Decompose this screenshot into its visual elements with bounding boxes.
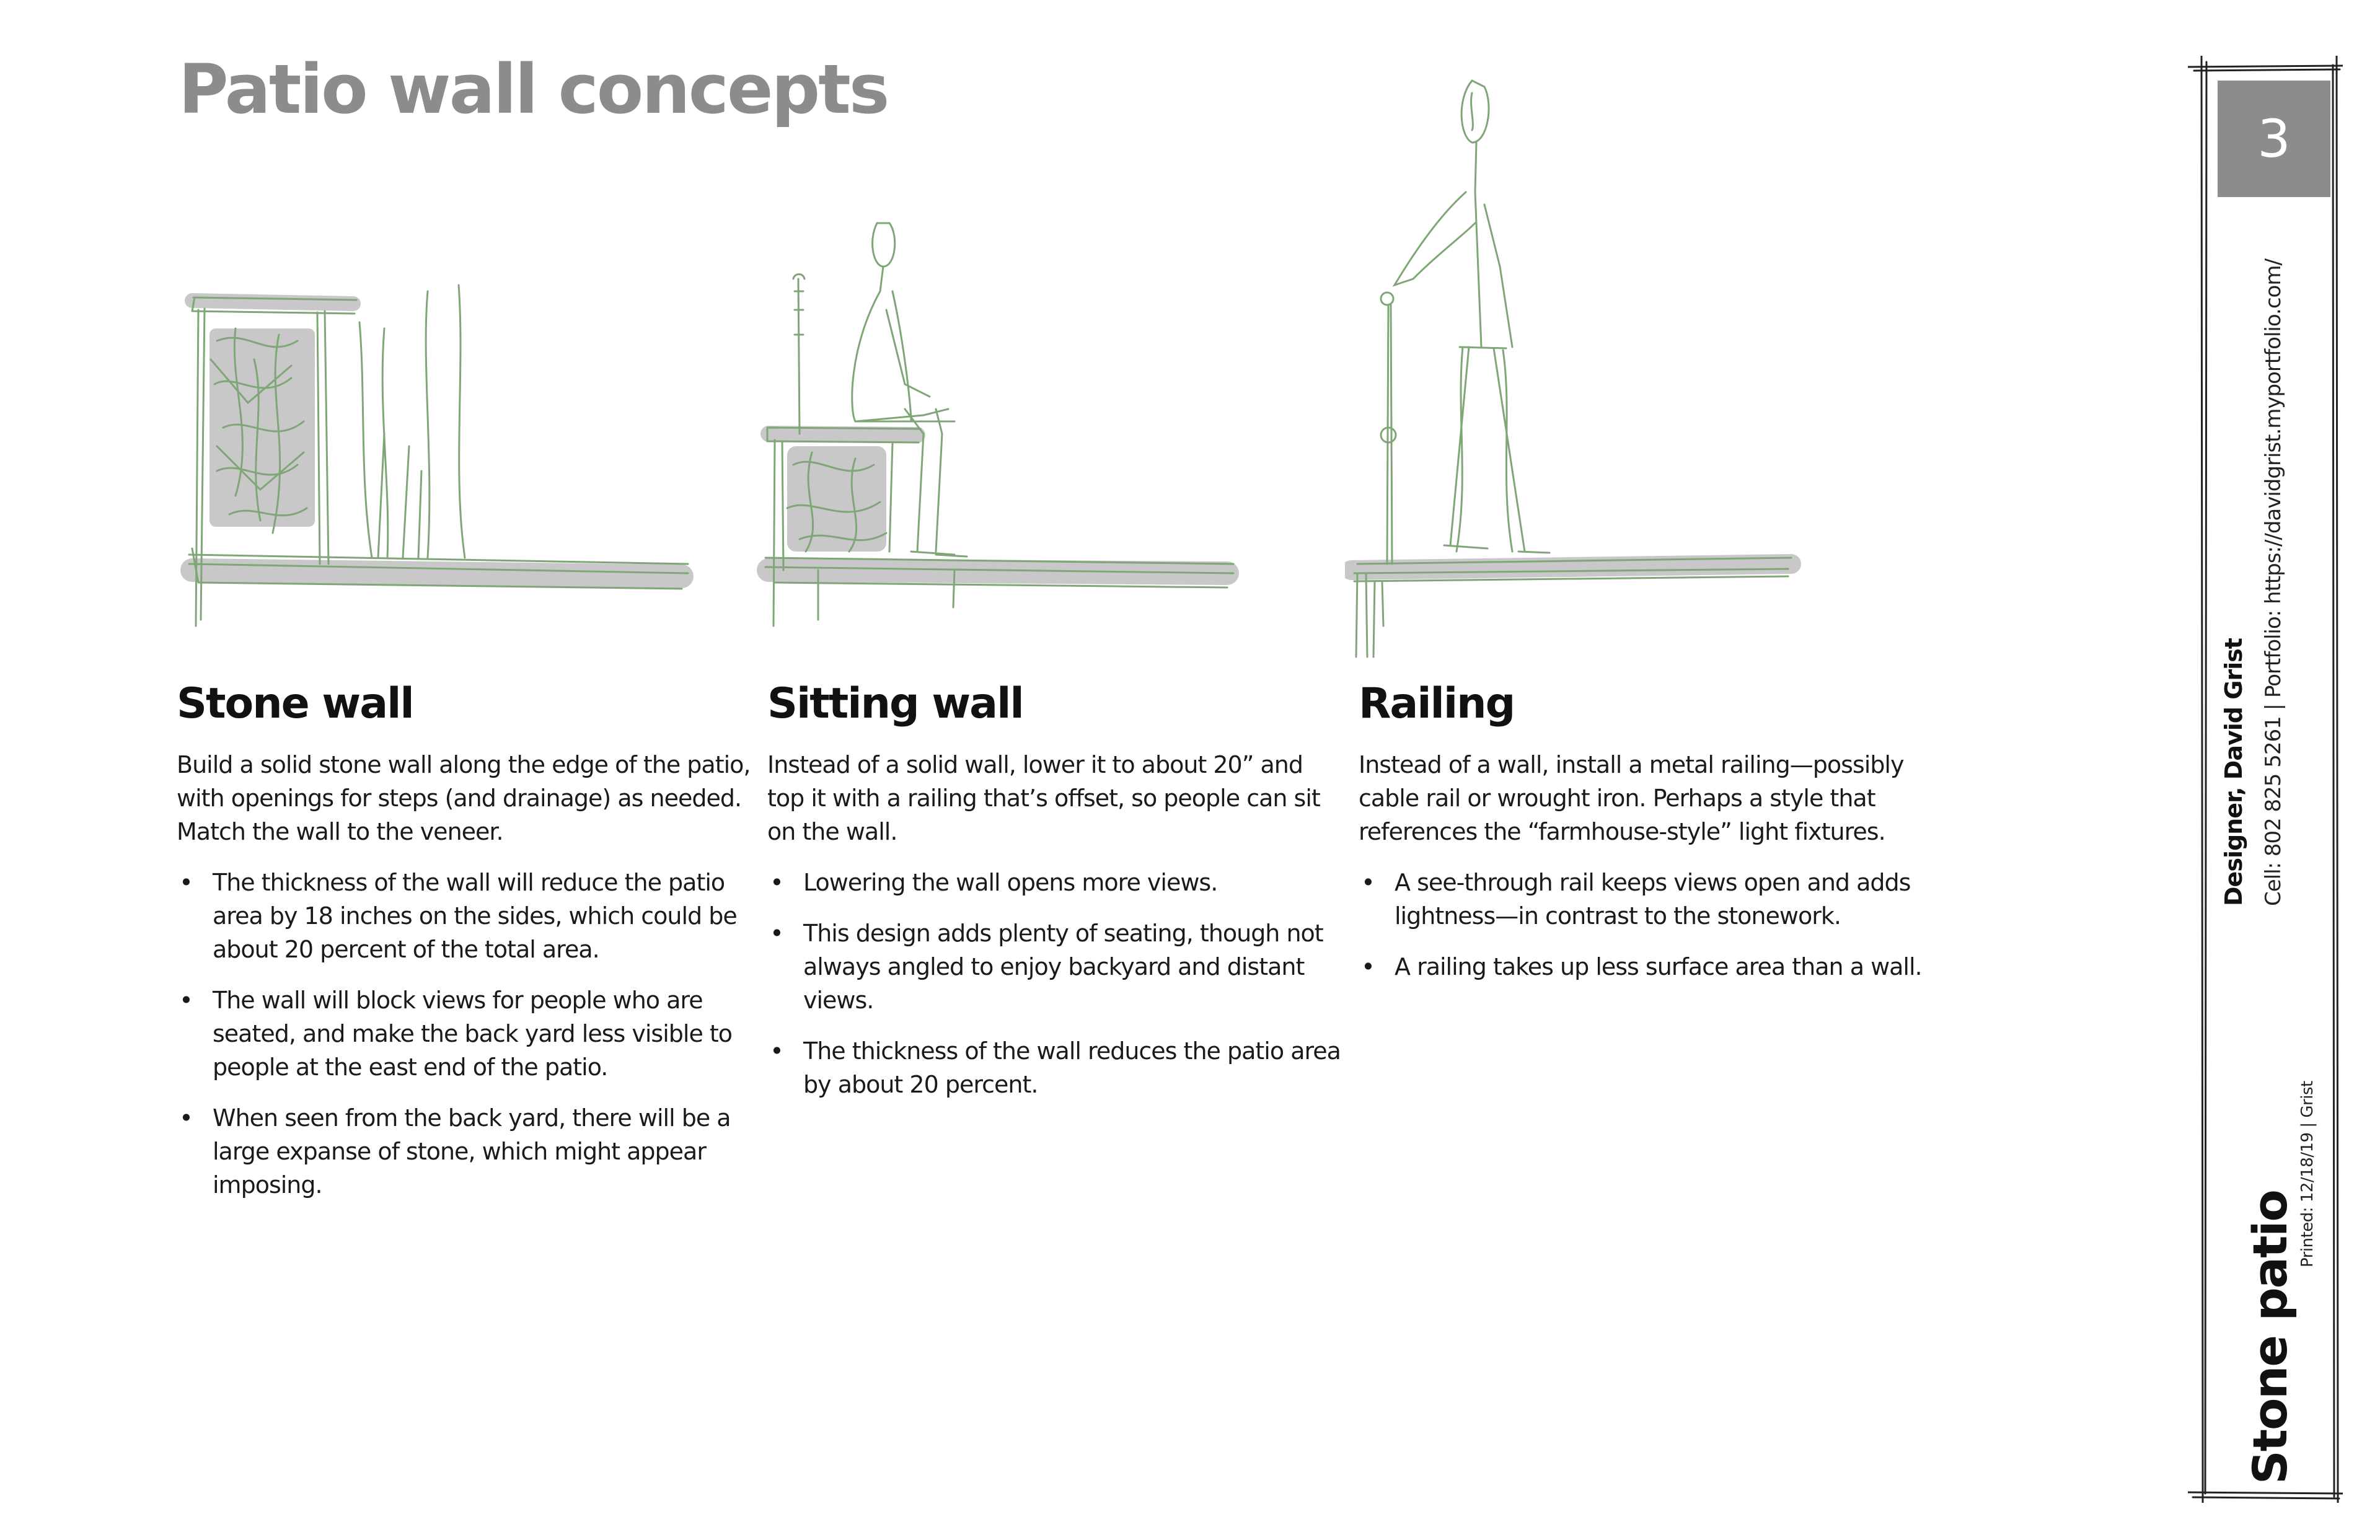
railing-sketch [1345,79,1801,658]
bullet-icon: • [1361,868,1375,896]
bullet-icon: • [770,868,783,896]
bullet-text: The wall will block views for people who… [213,986,733,1081]
bullet-text: When seen from the back yard, there will… [213,1104,731,1199]
concept-intro: Build a solid stone wall along the edge … [177,750,751,845]
list-item: • Lowering the wall opens more views. [767,866,1344,899]
designer-name: Designer, David Grist [2220,638,2247,906]
list-item: • A railing takes up less surface area th… [1359,950,1935,983]
list-item: • The wall will block views for people wh… [177,983,753,1084]
bullet-icon: • [1361,953,1375,980]
concept-intro: Instead of a wall, install a metal raili… [1359,750,1904,845]
title-block-frame [2188,56,2343,1503]
concept-heading: Stone wall [177,679,415,728]
stone-wall-sketch [180,284,694,627]
bullet-text: This design adds plenty of seating, thou… [803,919,1324,1014]
bullet-icon: • [770,1037,783,1065]
bullet-icon: • [770,919,783,947]
concept-bullet-list: • The thickness of the wall will reduce t… [177,866,753,1202]
concept-bullet-list: • Lowering the wall opens more views. • Th… [767,866,1344,1101]
concept-column-railing: Railing Instead of a wall, install a met… [1359,679,1935,1001]
bullet-text: The thickness of the wall will reduce th… [213,868,738,963]
bullet-text: Lowering the wall opens more views. [803,868,1218,896]
concept-column-stone-wall: Stone wall Build a solid stone wall alon… [177,679,753,1219]
bullet-icon: • [179,986,193,1014]
designer-contact: Cell: 802 825 5261 | Portfolio: https://… [2261,259,2286,906]
concept-bullet-list: • A see-through rail keeps views open and… [1359,866,1935,983]
bullet-text: A see-through rail keeps views open and … [1395,868,1911,930]
bullet-icon: • [179,1104,193,1132]
sitting-wall-sketch [757,222,1239,627]
page-title: Patio wall concepts [178,50,889,129]
project-name: Stone patio [2242,1190,2298,1484]
concept-heading: Railing [1359,679,1515,728]
list-item: • The thickness of the wall reduces the p… [767,1034,1344,1101]
printed-date: Printed: 12/18/19 | Grist [2298,1081,2317,1267]
concept-column-sitting-wall: Sitting wall Instead of a solid wall, lo… [767,679,1344,1119]
bullet-icon: • [179,868,193,896]
bullet-text: A railing takes up less surface area tha… [1395,953,1923,980]
concept-heading: Sitting wall [767,679,1025,728]
page-number: 3 [2218,81,2330,197]
list-item: • This design adds plenty of seating, tho… [767,917,1344,1017]
list-item: • The thickness of the wall will reduce t… [177,866,753,966]
list-item: • When seen from the back yard, there wil… [177,1101,753,1202]
bullet-text: The thickness of the wall reduces the pa… [803,1037,1341,1098]
list-item: • A see-through rail keeps views open and… [1359,866,1935,933]
concept-intro: Instead of a solid wall, lower it to abo… [767,750,1321,845]
